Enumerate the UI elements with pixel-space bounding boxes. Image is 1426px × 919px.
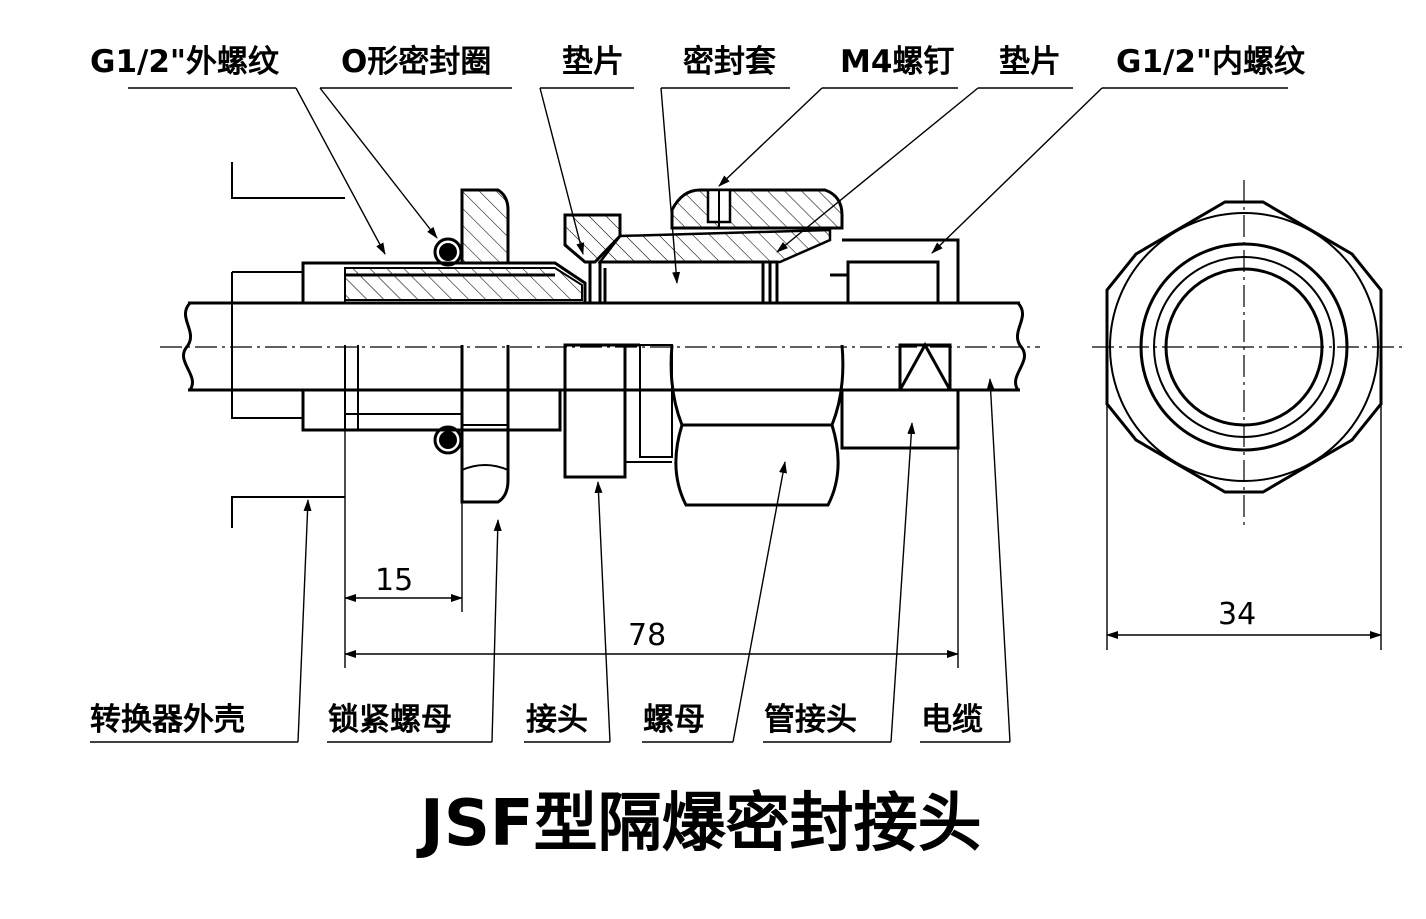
adapter-body [301,261,587,432]
o-ring [433,237,463,455]
label-seal-sleeve: 密封套 [683,44,776,80]
converter-housing [231,162,345,528]
label-pipe-joint: 管接头 [764,702,857,738]
pipe-joint [830,238,960,450]
label-g12-internal-thread: G1/2"内螺纹 [1116,44,1306,80]
section-view: 15 78 [90,162,1040,743]
drawing-title: JSF型隔爆密封接头 [416,787,982,861]
label-joint: 接头 [526,702,588,738]
dim-hex-width: 34 [1218,597,1256,632]
top-labels: G1/2"外螺纹 O形密封圈 垫片 密封套 M4螺钉 垫片 G1/2"内螺纹 [90,44,1306,80]
lock-nut [460,188,510,504]
label-gasket-right: 垫片 [999,44,1061,80]
bottom-leaders [90,378,1011,743]
end-view: 34 [1092,180,1404,650]
label-cable: 电缆 [921,702,983,738]
label-nut: 螺母 [643,702,705,738]
label-lock-nut: 锁紧螺母 [328,702,452,738]
label-converter-housing: 转换器外壳 [90,702,245,738]
bottom-labels: 转换器外壳 锁紧螺母 接头 螺母 管接头 电缆 [90,702,983,738]
dim-total-length: 78 [628,618,666,653]
label-m4-screw: M4螺钉 [840,44,954,80]
seal-sleeve-nut [597,188,845,507]
dimensions: 15 78 [344,430,959,668]
label-g12-external-thread: G1/2"外螺纹 [90,44,280,80]
label-gasket-left: 垫片 [562,44,624,80]
label-o-ring: O形密封圈 [341,44,491,80]
joint [563,213,673,479]
dim-thread-length: 15 [375,563,413,598]
